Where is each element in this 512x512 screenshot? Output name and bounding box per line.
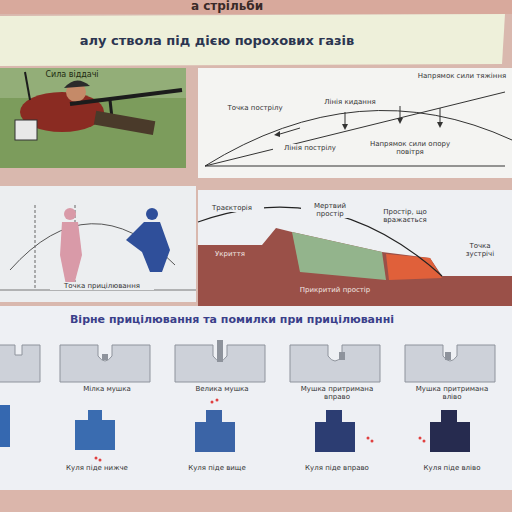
sight-caption: Куля піде вище: [173, 464, 262, 472]
slide-title: а стрільби: [145, 0, 309, 14]
sight-caption: Куля піде вліво: [408, 464, 497, 472]
panel-label: Напрямок сили тяжіння: [415, 72, 509, 80]
panel-label: Напрямок сили опору повітря: [363, 140, 457, 156]
slide-panel: Точка пострілуЛінія киданняНапрямок сили…: [198, 68, 512, 178]
panel-label: Точка пострілу: [225, 104, 285, 112]
slide-panel: Траєкторія Мертвий простір Простір, що вра…: [198, 190, 512, 306]
sight-caption: Куля піде нижче: [53, 464, 142, 472]
panel-label: Простір, що вражається: [368, 208, 442, 224]
panel-label: Сила віддачі: [30, 70, 114, 79]
panel-label: Вірне прицілювання та помилки при приціл…: [10, 314, 454, 327]
panel-label: алу ствола під дією порохових газів: [5, 34, 429, 49]
panel-label: Точка прицілювання: [50, 282, 154, 290]
panel-label: Траєкторія: [200, 204, 264, 212]
panel-label: Точка зустрічі: [453, 242, 507, 258]
sight-caption: Куля піде вправо: [293, 464, 382, 472]
slide-panel: алу ствола під дією порохових газів: [0, 16, 505, 66]
panel-label: Прикритий простір: [288, 286, 382, 294]
panel-label: Лінія кидання: [313, 98, 387, 106]
panel-label: Мертвий простір: [301, 202, 360, 218]
slide-panel: Сила віддачі: [0, 68, 186, 168]
panel-label: Укриття: [204, 250, 256, 258]
sight-caption: Мушка притримана вправо: [295, 385, 379, 401]
panel-label: Лінія пострілу: [273, 144, 347, 152]
sight-caption: Мілка мушка: [65, 385, 149, 393]
slide-panel: Точка прицілювання: [0, 186, 196, 302]
sight-caption: Мушка притримана вліво: [410, 385, 494, 401]
sight-caption: Велика мушка: [180, 385, 264, 393]
